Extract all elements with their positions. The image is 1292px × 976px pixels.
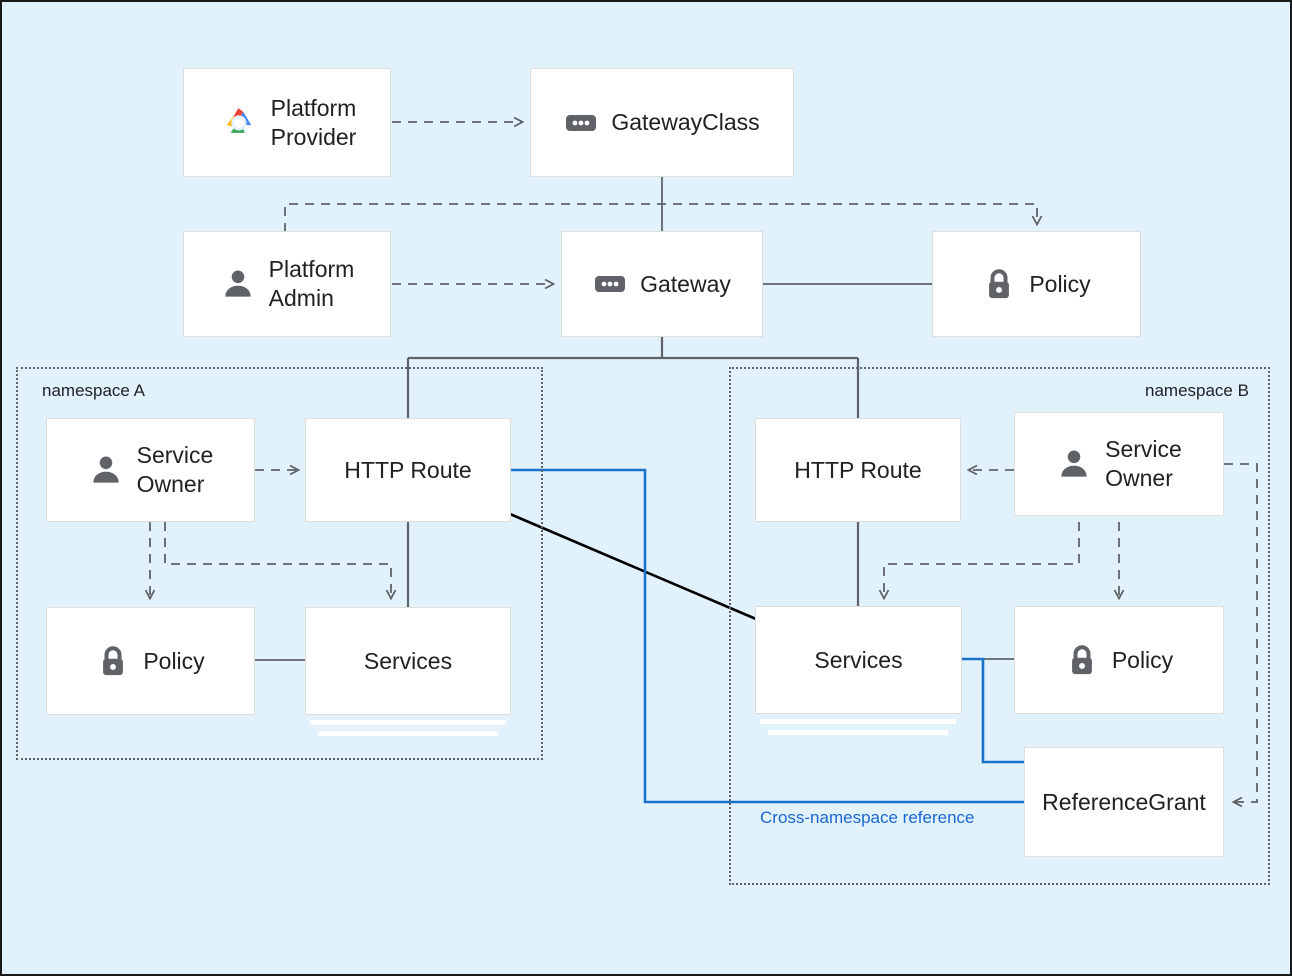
node-label: Gateway xyxy=(640,270,731,297)
lock-icon xyxy=(103,646,124,676)
node-label: Platform Admin xyxy=(268,256,355,311)
node-platform-provider[interactable]: Platform Provider xyxy=(183,68,391,177)
node-label: HTTP Route xyxy=(344,456,472,483)
node-http-route-a[interactable]: HTTP Route xyxy=(305,418,511,522)
node-label: Services xyxy=(363,647,453,674)
services-a-stack-line-2 xyxy=(318,731,498,736)
node-label: Services xyxy=(814,646,903,673)
node-policy-a[interactable]: Policy xyxy=(46,607,255,715)
node-label: Policy xyxy=(143,647,205,674)
node-service-owner-a[interactable]: Service Owner xyxy=(46,418,255,522)
lock-icon xyxy=(989,269,1010,299)
node-label: GatewayClass xyxy=(611,109,760,135)
node-gatewayclass[interactable]: GatewayClass xyxy=(530,68,794,177)
person-icon xyxy=(93,456,119,483)
lock-icon xyxy=(1071,645,1092,675)
services-b-stack-line-1 xyxy=(760,719,956,724)
node-label: ReferenceGrant xyxy=(1042,788,1206,815)
edge-admin-to-policy xyxy=(284,203,1037,232)
node-http-route-b[interactable]: HTTP Route xyxy=(755,418,961,522)
node-services-a[interactable]: Services xyxy=(305,607,511,715)
edge-route-a-to-services-b xyxy=(509,512,757,621)
namespace-b-label: namespace B xyxy=(1145,381,1249,400)
node-label: Policy xyxy=(1111,646,1174,673)
services-a-stack-line-1 xyxy=(310,720,506,725)
person-icon xyxy=(1061,450,1087,477)
node-service-owner-b[interactable]: Service Owner xyxy=(1014,412,1224,516)
node-policy-top[interactable]: Policy xyxy=(932,231,1141,337)
gateway-icon xyxy=(595,276,626,292)
google-cloud-icon xyxy=(226,107,251,133)
namespace-b-group xyxy=(729,367,1270,885)
node-policy-b[interactable]: Policy xyxy=(1014,606,1224,714)
node-platform-admin[interactable]: Platform Admin xyxy=(183,231,391,337)
node-label: Service Owner xyxy=(1105,436,1182,491)
namespace-a-label: namespace A xyxy=(42,381,146,400)
cross-namespace-reference-label: Cross-namespace reference xyxy=(760,808,975,827)
person-icon xyxy=(225,270,251,297)
node-label: Service Owner xyxy=(136,442,214,497)
node-gateway[interactable]: Gateway xyxy=(561,231,763,337)
gateway-icon xyxy=(566,114,597,131)
node-label: Policy xyxy=(1029,270,1091,297)
node-reference-grant[interactable]: ReferenceGrant xyxy=(1024,747,1224,857)
node-label: Platform Provider xyxy=(270,94,357,150)
services-b-stack-line-2 xyxy=(768,730,948,735)
namespace-a-group xyxy=(16,367,543,760)
node-label: HTTP Route xyxy=(794,456,922,483)
node-services-b[interactable]: Services xyxy=(755,606,962,714)
